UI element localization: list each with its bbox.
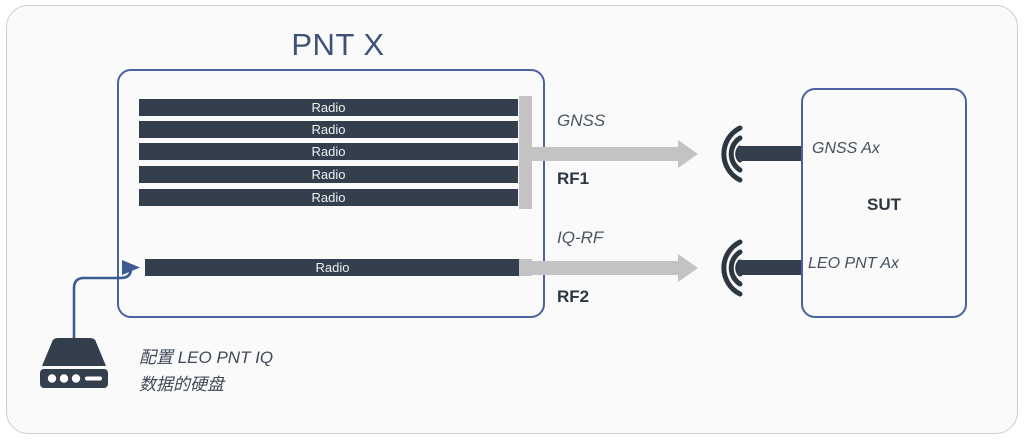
flow-label-rf2: RF2	[557, 287, 590, 306]
radio-bar: Radio	[139, 189, 518, 206]
radio-bar: Radio	[139, 99, 518, 116]
storage-caption-line1: 配置 LEO PNT IQ	[139, 348, 274, 367]
flow-label-gnss: GNSS	[557, 111, 606, 130]
radio-bar: Radio	[139, 121, 518, 138]
radio-bar: Radio	[139, 166, 518, 183]
antenna-mast	[738, 260, 804, 275]
sut-box	[801, 88, 967, 318]
flow-label-iq-rf: IQ-RF	[557, 228, 604, 247]
rf1-combiner-bar	[519, 96, 532, 209]
storage-caption: 配置 LEO PNT IQ 数据的硬盘	[139, 344, 369, 398]
sut-gnss-antenna-label: GNSS Ax	[812, 140, 880, 157]
radio-bar-rf2: Radio	[145, 259, 520, 276]
flow-label-rf1: RF1	[557, 169, 590, 188]
storage-caption-line2: 数据的硬盘	[139, 375, 224, 394]
sut-title: SUT	[867, 195, 901, 214]
rf2-arrow-head-icon	[678, 254, 698, 282]
antenna-mast	[738, 146, 804, 161]
rf1-arrow-head-icon	[678, 140, 698, 168]
hard-drive-icon	[38, 338, 110, 390]
sut-leo-antenna-label: LEO PNT Ax	[808, 255, 899, 272]
rf1-arrow-shaft	[528, 147, 680, 161]
rf2-arrow-shaft	[528, 261, 680, 275]
radio-bar: Radio	[139, 143, 518, 160]
pnt-x-title: PNT X	[291, 27, 385, 62]
